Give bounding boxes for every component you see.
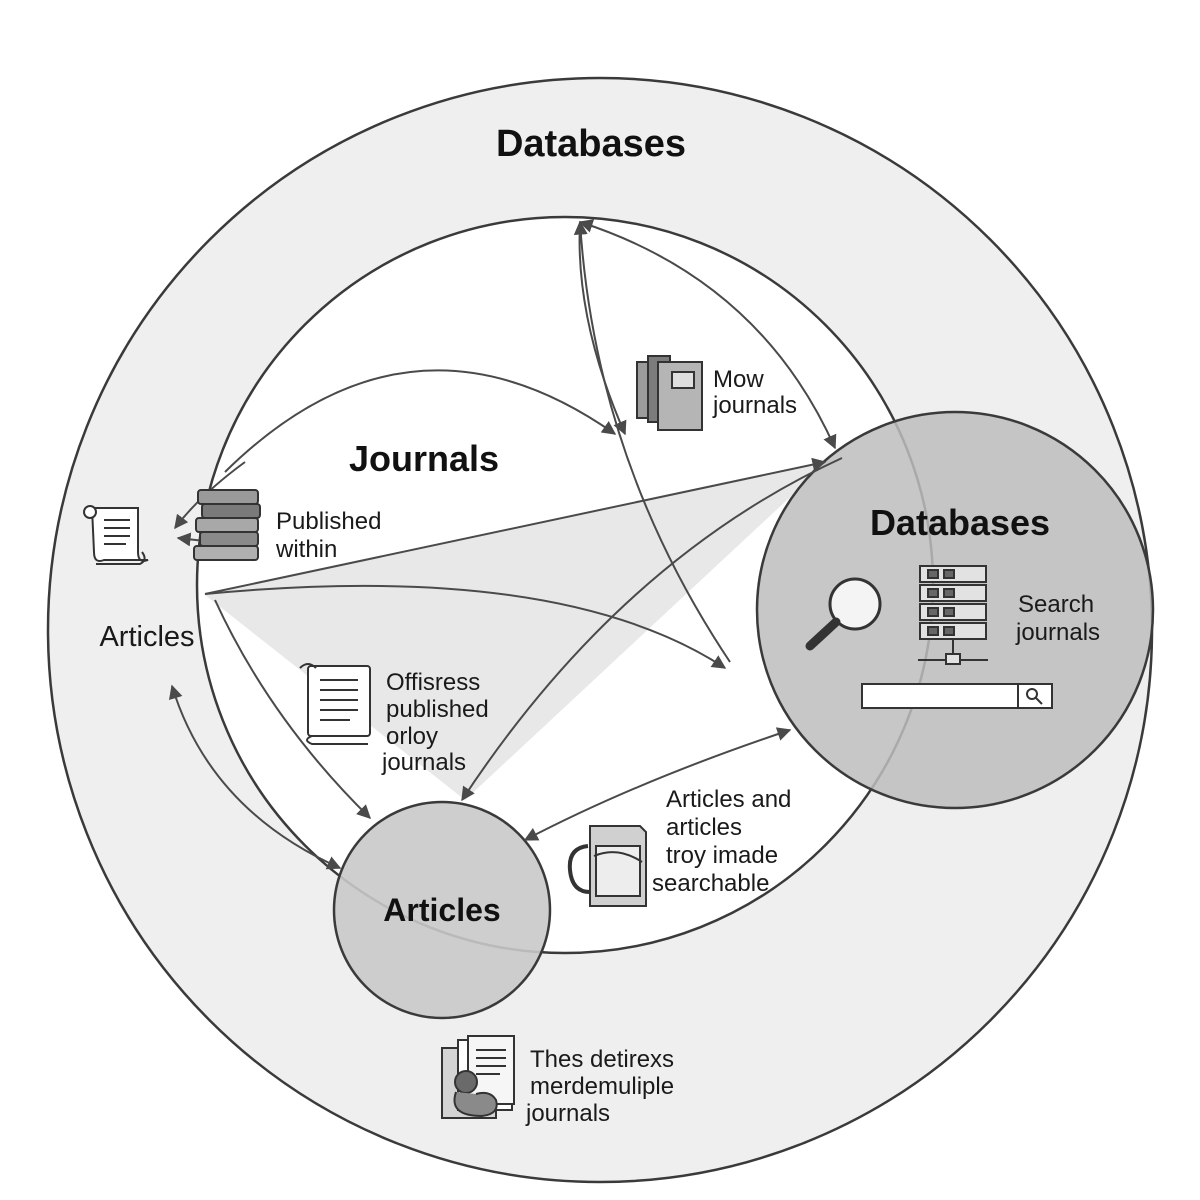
thes-line-2: merdemuliple bbox=[530, 1073, 674, 1100]
offisress-line-2: published bbox=[386, 696, 489, 723]
arrow-top-loop bbox=[578, 221, 627, 436]
search-bar-icon bbox=[861, 683, 1053, 709]
offisress-line-4: journals bbox=[381, 749, 466, 776]
mow-line-1: Mow bbox=[713, 366, 764, 393]
arrow-side-articles-to-articles bbox=[169, 684, 342, 870]
thes-line-1: Thes detirexs bbox=[530, 1046, 674, 1073]
databases-title: Databases bbox=[870, 502, 1050, 543]
arrow-databases-to-articles bbox=[523, 727, 792, 841]
articles-searchable-label: Articles and articles troy imade searcha… bbox=[652, 786, 791, 897]
articles-circle bbox=[332, 800, 552, 1020]
search-line-1: Search bbox=[1018, 591, 1094, 618]
search-line-2: journals bbox=[1015, 619, 1100, 646]
mow-line-2: journals bbox=[712, 392, 797, 419]
arrow-articles-to-db-lower bbox=[204, 584, 727, 669]
offisress-label: Offisress published orloy journals bbox=[381, 669, 489, 776]
articles-title: Articles bbox=[383, 892, 500, 928]
searchable-line-4: searchable bbox=[652, 870, 769, 897]
arrow-journals-arc-to-mow bbox=[224, 369, 617, 473]
archive-folder-icon bbox=[567, 825, 647, 907]
published-line-2: within bbox=[275, 536, 337, 563]
arrow-articles-to-databases bbox=[204, 457, 827, 595]
server-icon bbox=[918, 565, 988, 665]
mow-journals-label: Mow journals bbox=[712, 366, 797, 419]
books-icon bbox=[636, 355, 703, 431]
published-line-1: Published bbox=[276, 508, 381, 535]
journals-title: Journals bbox=[349, 438, 499, 479]
magnifier-icon bbox=[805, 577, 882, 651]
arrow-articles-to-databases-up bbox=[461, 457, 843, 802]
papers-reader-icon bbox=[441, 1035, 515, 1119]
offisress-line-3: orloy bbox=[386, 723, 438, 750]
arrow-top-to-db-lower bbox=[573, 220, 731, 663]
arrow-top-to-databases bbox=[578, 219, 837, 450]
thes-detirexs-label: Thes detirexs merdemuliple journals bbox=[525, 1046, 674, 1127]
articles-side-label: Articles bbox=[99, 621, 194, 653]
published-within-label: Published within bbox=[275, 508, 381, 563]
offisress-line-1: Offisress bbox=[386, 669, 480, 696]
searchable-line-3: troy imade bbox=[666, 842, 778, 869]
search-journals-label: Search journals bbox=[1015, 591, 1100, 646]
searchable-line-2: articles bbox=[666, 814, 742, 841]
searchable-line-1: Articles and bbox=[666, 786, 791, 813]
thes-line-3: journals bbox=[525, 1100, 610, 1127]
scroll-icon bbox=[83, 505, 149, 565]
book-stack-icon bbox=[193, 489, 261, 561]
outer-databases-title: Databases bbox=[496, 123, 686, 165]
document-scroll-icon bbox=[299, 663, 371, 745]
